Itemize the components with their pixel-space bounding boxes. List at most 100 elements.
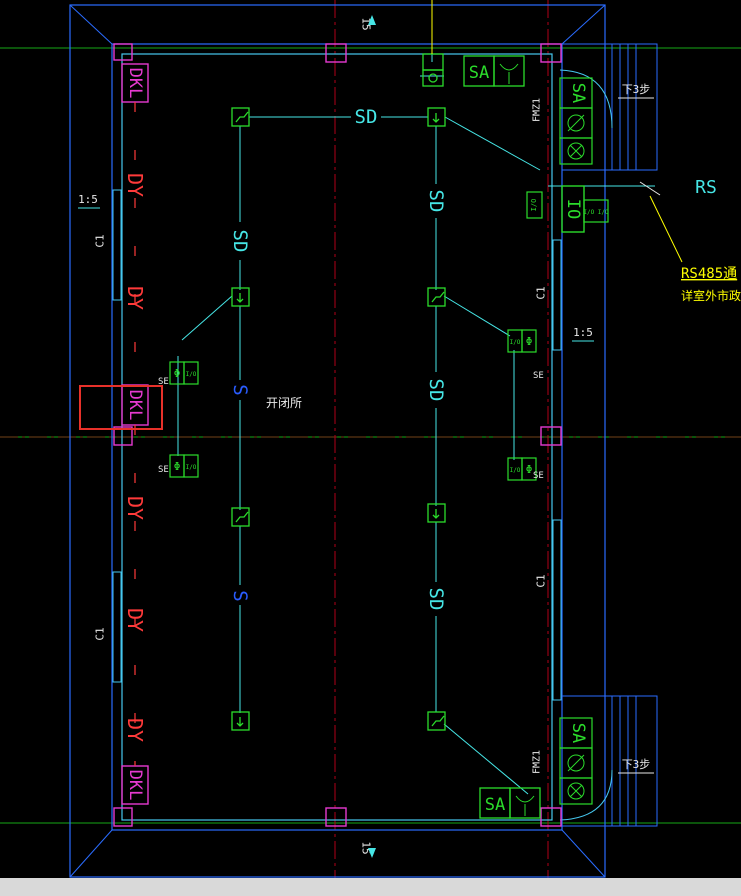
c1-label: C1: [94, 234, 107, 247]
column: [540, 426, 562, 446]
c1-label: C1: [535, 574, 548, 587]
sd-label: SD: [425, 379, 447, 402]
door-swing-bottom: [559, 769, 613, 821]
column: [540, 807, 562, 827]
camera-box: [422, 69, 444, 87]
sensors: [231, 53, 446, 731]
arrow-icon: [368, 15, 376, 25]
column: [325, 43, 347, 63]
detector-icon: [431, 715, 445, 727]
dy-label: DY: [123, 173, 147, 197]
smoke-detector: [231, 507, 250, 527]
sa-label: SA: [469, 63, 489, 83]
s-label: S: [229, 384, 251, 395]
pipes: [177, 54, 655, 795]
arrow-icon: [368, 848, 376, 858]
roof-hip-bl: [69, 829, 113, 878]
se-label: SE: [533, 371, 544, 381]
io-modules: Φ I/O SE Φ I/O SE I/O Φ SE I/O Φ SE: [158, 329, 544, 481]
roof-hip-br: [561, 829, 606, 878]
junction-box: [231, 287, 250, 307]
room-name: 开闭所: [266, 396, 302, 410]
steps-down-top: 下3步: [622, 83, 651, 96]
io-label: I/O: [510, 467, 521, 474]
dy-label: DY: [123, 718, 147, 742]
fmz1-label: FMZ1: [532, 750, 543, 774]
status-bar: [0, 878, 741, 896]
window-left-2: [112, 571, 122, 683]
door-devices-top: FMZ1 SA I/O IO I/O I/O: [526, 77, 609, 233]
rs-annotation: RS RS485通 详室外市政电: [431, 0, 741, 303]
slope-left: 1:5: [78, 193, 98, 206]
column: [113, 43, 133, 61]
arrow-down-icon: [236, 717, 244, 727]
dimension-marks: 15 15 1:5 1:5 下3步 下3步: [78, 15, 654, 858]
arrow-down-icon: [236, 293, 244, 303]
dy-label: DY: [123, 286, 147, 310]
step-bottom: [561, 695, 658, 827]
phi-symbol: Φ: [526, 335, 533, 348]
io-label: I/O: [186, 464, 197, 471]
phi-symbol: Φ: [174, 367, 181, 380]
window-right-2: [552, 519, 562, 701]
sound-alarms: SA SA: [463, 55, 541, 819]
light-icon: [567, 142, 585, 160]
door-swing-top: [559, 69, 613, 129]
smoke-detector: [231, 107, 250, 127]
sd-label: SD: [425, 588, 447, 611]
junction-box: [231, 711, 250, 731]
s-label: S: [229, 590, 251, 601]
light-icon: [567, 114, 585, 132]
building-walls: [69, 4, 658, 878]
light-icon: [567, 754, 585, 772]
sa-label: SA: [568, 723, 588, 743]
note-line-1: RS485通: [681, 266, 737, 282]
speaker-icon: [515, 795, 535, 816]
column: [540, 43, 562, 63]
junction-box: [427, 503, 446, 523]
arrow-down-icon: [432, 113, 440, 123]
phi-symbol: Φ: [526, 463, 533, 476]
sa-label: SA: [568, 83, 588, 103]
speaker-icon: [499, 63, 519, 84]
detector-icon: [235, 111, 249, 123]
c1-labels: C1 C1 C1 C1: [94, 234, 548, 640]
sd-label: SD: [425, 190, 447, 213]
pipe-labels: SD SD SD SD SD S S: [229, 106, 447, 610]
se-label: SE: [533, 471, 544, 481]
rs-label: RS: [695, 177, 717, 198]
dkl-label-middle: DKL: [125, 390, 145, 421]
dy-label: DY: [123, 496, 147, 520]
smoke-detector: [427, 287, 446, 307]
se-label: SE: [158, 465, 169, 475]
column: [113, 807, 133, 827]
note-line-2: 详室外市政电: [681, 288, 741, 303]
arrow-down-icon: [432, 509, 440, 519]
window-right-1: [552, 239, 562, 351]
step-top: [561, 43, 658, 171]
inner-wall: [121, 53, 553, 821]
axis-lines: [0, 0, 741, 878]
column: [325, 807, 347, 827]
detector-icon: [431, 291, 445, 303]
steps-down-bottom: 下3步: [622, 758, 651, 771]
door-devices-bottom: FMZ1 SA: [532, 717, 593, 805]
dy-cable: DY DY DY DY DY: [123, 102, 147, 766]
smoke-detector: [427, 711, 446, 731]
io-label: I/O: [186, 371, 197, 378]
io-label: I/O: [510, 339, 521, 346]
camera-icon: [428, 73, 438, 83]
dim-15-top: 15: [360, 17, 373, 30]
dy-label: DY: [123, 608, 147, 632]
sa-label: SA: [485, 795, 505, 815]
sd-label: SD: [355, 106, 378, 128]
roof-outline: [69, 4, 606, 878]
dim-15-bottom: 15: [360, 841, 373, 854]
io-label: I/O: [530, 199, 538, 212]
c1-label: C1: [94, 627, 107, 640]
dkl-label-bottom: DKL: [125, 770, 145, 801]
se-label: SE: [158, 377, 169, 387]
light-icon: [567, 782, 585, 800]
io-pair-label: I/O I/O: [583, 209, 609, 216]
roof-hip-tl: [69, 4, 113, 45]
